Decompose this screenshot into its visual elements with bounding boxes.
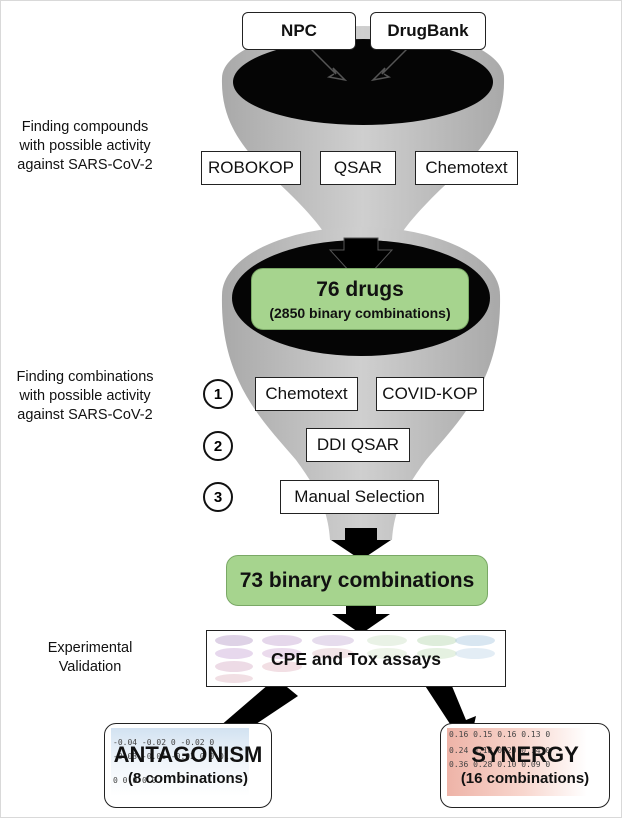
- antagonism-heat-row: -0.03 -0.01 -0.02 0 0.01: [113, 752, 229, 761]
- method-chemotext: Chemotext: [415, 151, 518, 185]
- step3-manual-selection-label: Manual Selection: [294, 487, 425, 506]
- step-1-badge: 1: [203, 379, 233, 409]
- synergy-heat-row: 0.24 0.18 0.20 0.14 0: [449, 746, 551, 755]
- step-2-number: 2: [213, 437, 223, 455]
- binary-combinations-label: 73 binary combinations: [239, 568, 475, 592]
- drugs-combinations: (2850 binary combinations): [269, 304, 451, 321]
- step2-ddi-qsar-label: DDI QSAR: [316, 435, 400, 454]
- plate-well: [215, 661, 253, 672]
- method-robokop: ROBOKOP: [201, 151, 301, 185]
- plate-well: [215, 648, 253, 659]
- plate-well: [367, 648, 407, 659]
- method-qsar: QSAR: [320, 151, 396, 185]
- plate-well: [215, 674, 253, 683]
- plate-well: [455, 635, 495, 646]
- validation-side-label: Experimental Validation: [30, 639, 150, 677]
- plate-well: [417, 635, 457, 646]
- antagonism-subtitle: (8 combinations): [127, 770, 248, 787]
- antagonism-box: -0.04 -0.02 0 -0.02 0 -0.03 -0.01 -0.02 …: [104, 723, 272, 808]
- binary-combinations-box: 73 binary combinations: [226, 555, 488, 606]
- step-3-badge: 3: [203, 482, 233, 512]
- method-qsar-label: QSAR: [333, 158, 383, 177]
- method-robokop-label: ROBOKOP: [208, 158, 294, 177]
- arrow-down-2: [331, 528, 391, 560]
- stage1-side-label: Finding compounds with possible activity…: [10, 118, 160, 175]
- stage2-label-line-1: Finding combinations: [16, 369, 154, 385]
- plate-well: [312, 635, 354, 646]
- arrow-down-1: [328, 237, 394, 285]
- plate-well: [215, 635, 253, 646]
- drugs-box: 76 drugs (2850 binary combinations): [251, 268, 469, 330]
- plate-well: [262, 635, 302, 646]
- antagonism-heat-row: 0 0 0 0 0: [113, 776, 157, 785]
- step-2-badge: 2: [203, 431, 233, 461]
- antagonism-heat-row: -0.04 -0.02 0 -0.02 0: [113, 738, 215, 747]
- step3-method-manual-selection: Manual Selection: [280, 480, 439, 514]
- plate-well: [417, 648, 457, 659]
- lower-funnel: [221, 295, 501, 540]
- stage2-side-label: Finding combinations with possible activ…: [10, 368, 160, 425]
- stage2-label-line-3: against SARS-CoV-2: [17, 407, 153, 423]
- antagonism-heat-background: [111, 728, 249, 796]
- antagonism-heatmap: -0.04 -0.02 0 -0.02 0 -0.03 -0.01 -0.02 …: [111, 728, 249, 796]
- stage1-label-line-3: against SARS-CoV-2: [17, 157, 153, 173]
- plate-well: [455, 648, 495, 659]
- drugbank-label: DrugBank: [387, 21, 469, 40]
- method-chemotext-label: Chemotext: [425, 158, 508, 177]
- source-arrows: [309, 47, 409, 82]
- plate-well: [367, 635, 407, 646]
- plate-well: [262, 661, 302, 672]
- npc-box: NPC: [242, 12, 356, 50]
- stage1-label-line-2: with possible activity: [19, 138, 151, 154]
- drugbank-box: DrugBank: [370, 12, 486, 50]
- synergy-heat-row: 0.36 0.28 0.10 0.09 0: [449, 760, 551, 769]
- synergy-heatmap: 0.16 0.15 0.16 0.13 0 0.24 0.18 0.20 0.1…: [447, 728, 587, 796]
- arrow-down-3: [332, 605, 390, 634]
- stage2-label-line-2: with possible activity: [19, 388, 151, 404]
- synergy-title: SYNERGY: [471, 742, 579, 767]
- step-1-number: 1: [213, 385, 223, 403]
- step2-method-ddi-qsar: DDI QSAR: [306, 428, 410, 462]
- synergy-subtitle: (16 combinations): [460, 770, 590, 787]
- synergy-box: 0.16 0.15 0.16 0.13 0 0.24 0.18 0.20 0.1…: [440, 723, 610, 808]
- synergy-heat-row: 0.16 0.15 0.16 0.13 0: [449, 730, 551, 739]
- npc-label: NPC: [281, 21, 317, 40]
- step1-method-chemotext: Chemotext: [255, 377, 358, 411]
- assay-box: CPE and Tox assays: [206, 630, 506, 687]
- plate-well: [312, 648, 354, 659]
- assay-label: CPE and Tox assays: [271, 649, 441, 669]
- upper-funnel-opening: [233, 39, 493, 125]
- step1-covid-kop-label: COVID-KOP: [382, 384, 478, 403]
- validation-label-line-2: Validation: [58, 659, 122, 675]
- step1-method-covid-kop: COVID-KOP: [376, 377, 484, 411]
- validation-label-line-1: Experimental: [47, 640, 133, 656]
- drugs-count: 76 drugs: [316, 277, 404, 301]
- antagonism-title: ANTAGONISM: [113, 742, 263, 767]
- step-3-number: 3: [213, 488, 223, 506]
- step1-chemotext-label: Chemotext: [265, 384, 348, 403]
- synergy-heat-background: [447, 728, 587, 796]
- stage1-label-line-1: Finding compounds: [21, 119, 149, 135]
- plate-well: [262, 648, 302, 659]
